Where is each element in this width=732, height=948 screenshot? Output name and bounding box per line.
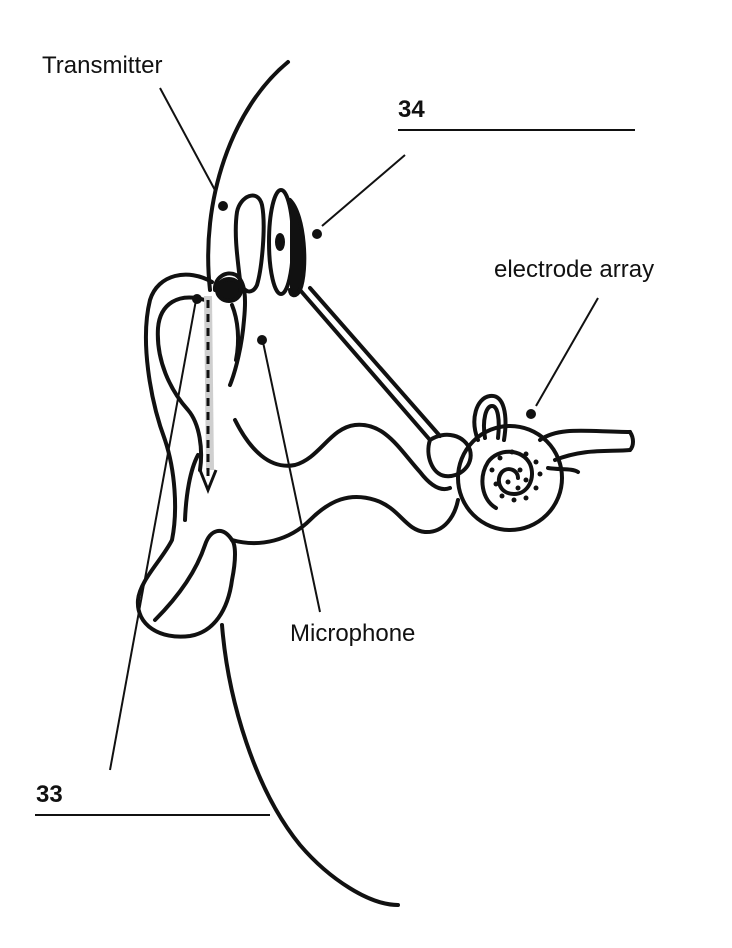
leader-34	[321, 154, 406, 227]
earlobe-fold	[153, 529, 234, 622]
leader-microphone	[262, 341, 321, 613]
electrode-dots	[489, 449, 543, 503]
auditory-nerve-top	[538, 428, 632, 442]
processor-top	[215, 277, 243, 303]
lead-wire-a	[298, 288, 432, 442]
ossicle-bulb	[426, 432, 473, 479]
cochlea	[456, 424, 564, 532]
label-electrode-array: electrode array	[494, 256, 655, 283]
blank-number-33: 33	[36, 781, 63, 808]
pinna-inner-rim	[155, 295, 207, 472]
pointer-dot-electrode-array	[526, 409, 536, 419]
cochlea-spiral	[480, 449, 534, 510]
leader-transmitter	[159, 87, 217, 193]
pointer-dot-33	[192, 294, 202, 304]
label-microphone: Microphone	[290, 620, 416, 647]
ear-canal-upper	[233, 418, 452, 492]
lead-wire-b	[308, 286, 442, 438]
blank-number-34: 34	[398, 96, 425, 123]
transmitter-body	[233, 193, 266, 294]
leader-33	[109, 299, 197, 771]
pinna-outline	[135, 272, 237, 639]
leader-electrode-array	[535, 297, 599, 407]
auditory-nerve-bottom	[553, 448, 632, 462]
ear-canal-lower	[230, 494, 460, 545]
concha-inner	[183, 453, 200, 522]
label-transmitter: Transmitter	[42, 52, 163, 79]
receiver-magnet	[288, 198, 307, 298]
pointer-dot-transmitter	[218, 201, 228, 211]
pointer-dot-34	[312, 229, 322, 239]
head-outline-lower	[220, 623, 400, 907]
pointer-dot-microphone	[257, 335, 267, 345]
head-outline	[206, 60, 290, 292]
semicircular-canal	[472, 393, 508, 442]
